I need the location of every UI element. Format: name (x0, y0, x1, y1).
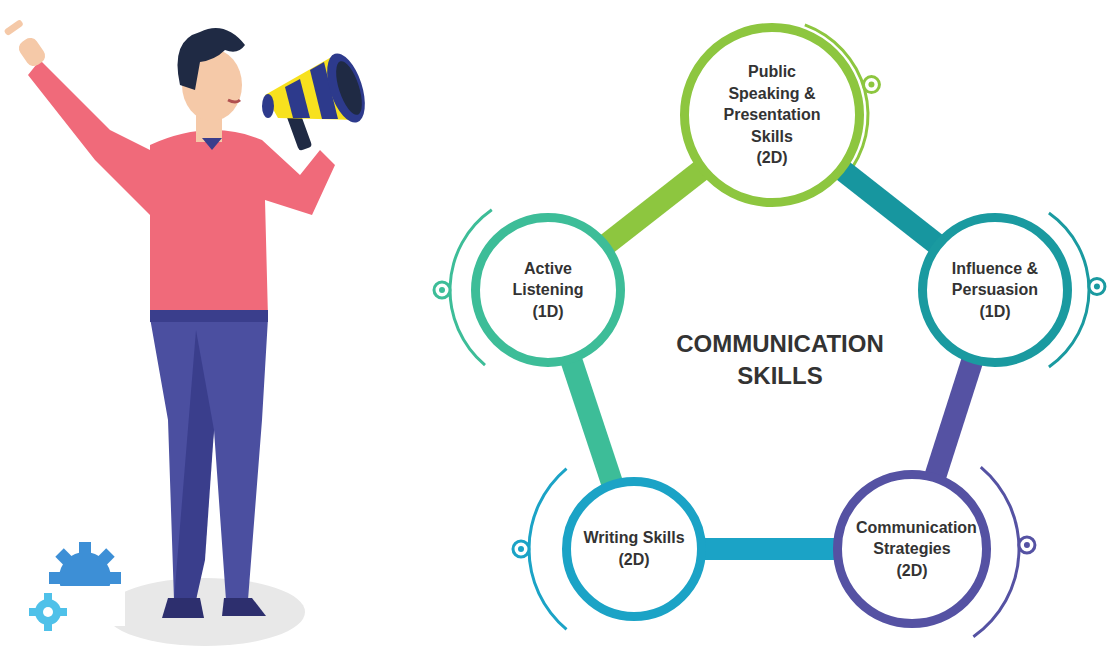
megaphone (262, 49, 372, 151)
decor-marker-dot (868, 82, 874, 88)
small-gear-icon (29, 593, 67, 631)
decor-marker (863, 77, 879, 93)
skill-circle: Writing Skills(2D) (562, 477, 706, 621)
skill-name: Writing Skills (583, 527, 684, 549)
skill-circle: Influence & Persuasion(1D) (918, 213, 1072, 367)
decor-marker-dot (439, 287, 445, 293)
skill-circle: Active Listening(1D) (471, 213, 625, 367)
decor-marker (434, 282, 450, 298)
decor-marker (1089, 278, 1105, 294)
skill-code: (1D) (532, 301, 563, 323)
decor-marker-dot (1024, 542, 1030, 548)
decor-marker (513, 541, 529, 557)
connector-bar (605, 169, 702, 245)
skill-circle: Communication Strategies(2D) (833, 470, 990, 627)
skill-name: Influence & Persuasion (941, 258, 1049, 301)
ring-decor (434, 23, 1105, 637)
decor-marker-dot (518, 546, 524, 552)
skill-code: (2D) (618, 549, 649, 571)
skill-name: Public Speaking & Presentation Skills (716, 61, 828, 147)
skill-code: (1D) (979, 301, 1010, 323)
connector-bar (702, 538, 837, 560)
connector-bar (935, 359, 973, 477)
floor-shadow (105, 578, 305, 646)
skill-name: Communication Strategies (856, 517, 968, 560)
decor-marker (1019, 537, 1035, 553)
decor-marker-dot (1094, 283, 1100, 289)
connector-bar (571, 359, 613, 484)
skill-name: Active Listening (494, 258, 602, 301)
diagram-title: COMMUNICATION SKILLS (655, 328, 905, 393)
skill-circle: Public Speaking & Presentation Skills(2D… (680, 23, 864, 207)
skill-code: (2D) (756, 147, 787, 169)
connector-bar (841, 169, 938, 245)
skill-code: (2D) (896, 560, 927, 582)
